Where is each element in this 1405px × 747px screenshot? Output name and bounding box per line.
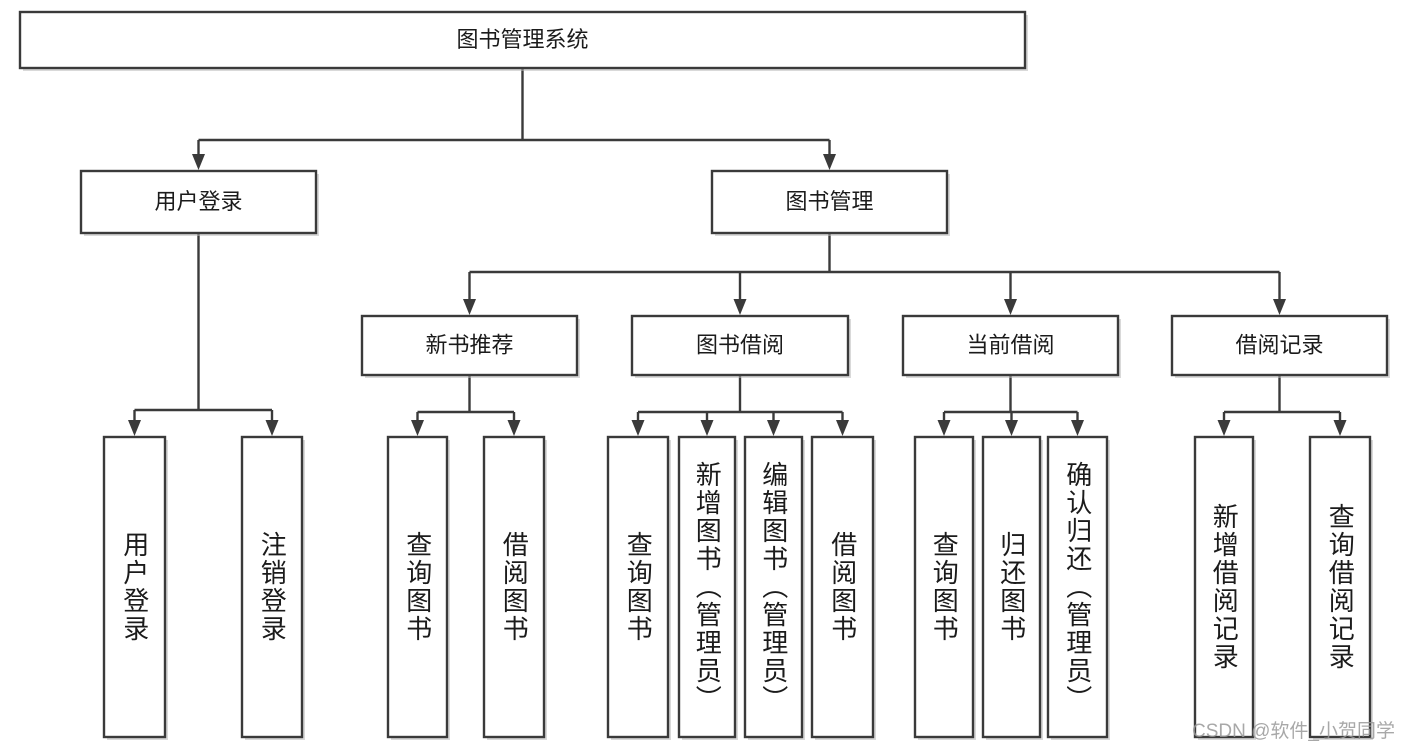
node-newbook[interactable]: 新书推荐 xyxy=(360,314,580,378)
node-current[interactable]: 当前借阅 xyxy=(901,314,1121,378)
node-rect[interactable] xyxy=(710,169,949,235)
node-leaf-user-login[interactable] xyxy=(102,435,168,740)
edge-group-login xyxy=(128,233,279,436)
node-leaf-query-book-1[interactable] xyxy=(386,435,450,740)
arrow-head-icon xyxy=(1217,420,1231,436)
edge-group-borrow xyxy=(631,375,849,436)
node-label: 当前借阅 xyxy=(966,332,1054,357)
node-rect[interactable] xyxy=(743,435,804,739)
node-rect[interactable] xyxy=(386,435,449,739)
arrow-head-icon xyxy=(767,420,780,436)
node-leaf-edit-book[interactable] xyxy=(743,435,805,740)
arrow-head-icon xyxy=(463,299,476,315)
node-label: 图书管理 xyxy=(785,189,873,214)
node-bookmgmt[interactable]: 图书管理 xyxy=(710,169,950,236)
edge-group-newbook xyxy=(411,375,521,436)
node-leaf-query-record[interactable] xyxy=(1308,435,1373,740)
connector-layer xyxy=(128,68,1347,436)
arrow-head-icon xyxy=(937,420,951,436)
node-rect[interactable] xyxy=(102,435,167,739)
arrow-head-icon xyxy=(1273,299,1286,315)
edge-group-root xyxy=(192,68,836,170)
arrow-head-icon xyxy=(1005,420,1018,436)
node-rect[interactable] xyxy=(810,435,875,739)
node-rect[interactable] xyxy=(901,314,1120,377)
node-rect[interactable] xyxy=(79,169,318,235)
node-rect[interactable] xyxy=(360,314,579,377)
arrow-head-icon xyxy=(733,299,747,315)
node-rect[interactable] xyxy=(482,435,546,739)
node-rect[interactable] xyxy=(913,435,975,739)
node-leaf-add-book[interactable] xyxy=(677,435,738,740)
node-rect[interactable] xyxy=(18,10,1027,70)
arrow-head-icon xyxy=(1333,420,1347,436)
node-leaf-return-book[interactable] xyxy=(981,435,1043,740)
csdn-watermark: CSDN @软件_小贺同学 xyxy=(1192,721,1395,742)
node-rect[interactable] xyxy=(240,435,304,739)
node-leaf-query-book-2[interactable] xyxy=(606,435,671,740)
node-leaf-confirm-return[interactable] xyxy=(1046,435,1110,740)
node-leaf-query-book-3[interactable] xyxy=(913,435,976,740)
arrow-head-icon xyxy=(1004,299,1017,315)
node-leaf-logout[interactable] xyxy=(240,435,305,740)
arrow-head-icon xyxy=(411,420,424,436)
node-rect[interactable] xyxy=(981,435,1042,739)
node-rect[interactable] xyxy=(606,435,670,739)
arrow-head-icon xyxy=(192,154,205,170)
node-leaf-borrow-book-2[interactable] xyxy=(810,435,876,740)
node-label: 图书管理系统 xyxy=(456,27,588,52)
node-leaf-borrow-book-1[interactable] xyxy=(482,435,547,740)
node-borrow[interactable]: 图书借阅 xyxy=(630,314,851,378)
node-rect[interactable] xyxy=(1046,435,1109,739)
arrow-head-icon xyxy=(1071,420,1084,436)
node-rect[interactable] xyxy=(1193,435,1255,739)
node-rect[interactable] xyxy=(677,435,737,739)
node-records[interactable]: 借阅记录 xyxy=(1170,314,1390,378)
node-label: 借阅记录 xyxy=(1235,332,1323,357)
node-label: 图书借阅 xyxy=(696,332,784,357)
node-root[interactable]: 图书管理系统 xyxy=(18,10,1028,71)
node-label: 新书推荐 xyxy=(425,332,513,357)
arrow-head-icon xyxy=(265,420,279,436)
node-rect[interactable] xyxy=(1308,435,1372,739)
arrow-head-icon xyxy=(836,420,849,436)
arrow-head-icon xyxy=(128,420,141,436)
node-rect[interactable] xyxy=(1170,314,1389,377)
arrow-head-icon xyxy=(631,420,645,436)
node-rect[interactable] xyxy=(630,314,850,377)
arrow-head-icon xyxy=(700,420,714,436)
node-leaf-add-record[interactable] xyxy=(1193,435,1256,740)
edge-group-bookmgmt xyxy=(463,233,1286,315)
node-label: 用户登录 xyxy=(154,189,242,214)
edge-group-records xyxy=(1217,375,1347,436)
node-login[interactable]: 用户登录 xyxy=(79,169,319,236)
arrow-head-icon xyxy=(823,154,836,170)
edge-group-current xyxy=(937,375,1084,436)
arrow-head-icon xyxy=(507,420,521,436)
